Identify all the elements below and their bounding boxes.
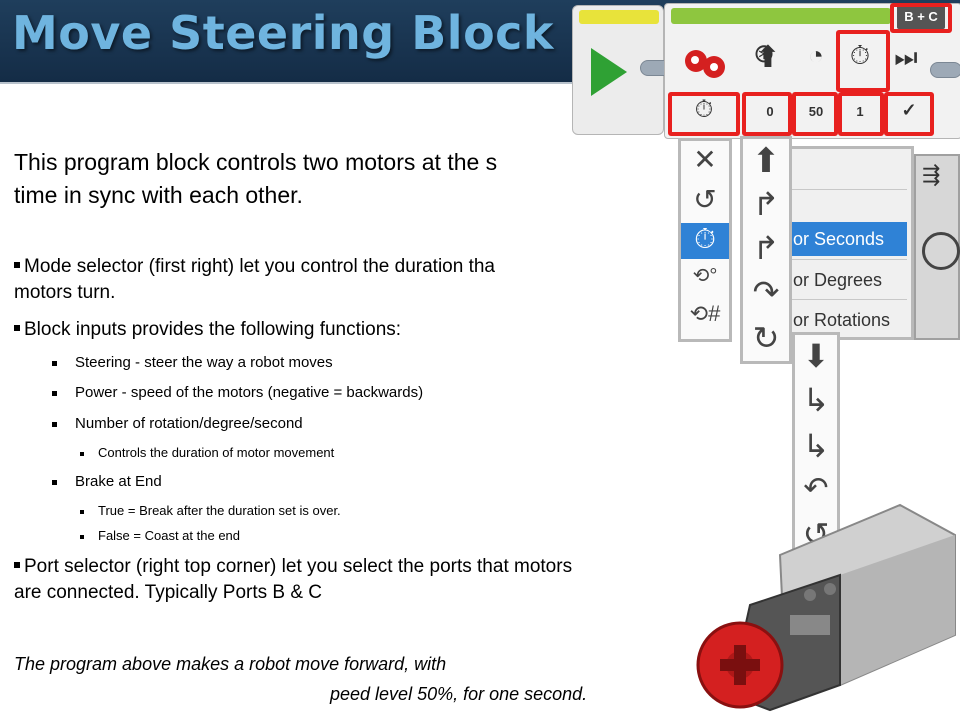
sub-bullet-rotation: Number of rotation/degree/second xyxy=(52,415,303,432)
spin-right-icon[interactable]: ↻ xyxy=(752,320,780,356)
straight-arrow-icon[interactable]: ⬆ xyxy=(751,142,781,180)
dial-icon xyxy=(922,232,960,270)
timer-highlight xyxy=(836,30,890,92)
port-selector[interactable]: B + C xyxy=(897,5,945,29)
sharp-left-icon[interactable]: ↶ xyxy=(803,472,829,505)
degrees-icon[interactable]: ⟲° xyxy=(692,265,718,287)
menu-item-rotations[interactable]: or Rotations xyxy=(793,310,891,330)
intro-line-2: time in sync with each other. xyxy=(14,182,303,208)
mode-timer-icon[interactable]: ⏱ xyxy=(694,96,714,123)
seconds-input[interactable]: 1 xyxy=(856,104,864,119)
power-input[interactable]: 50 xyxy=(808,104,824,119)
slight-right-arrow-icon[interactable]: ↱ xyxy=(752,186,780,222)
bullet-text-cont: are connected. Typically Ports B & C xyxy=(14,582,323,603)
steering-dropdown-lower[interactable]: ⬇ ↳ ↳ ↶ ↺ xyxy=(792,332,840,560)
rotations-icon[interactable]: ⟲# xyxy=(689,301,721,326)
intro-line-1: This program block controls two motors a… xyxy=(14,149,498,175)
bullet-text: Port selector (right top corner) let you… xyxy=(24,556,573,577)
sub-sub-bullet-true: True = Break after the duration set is o… xyxy=(80,503,341,518)
bullet-mode-selector: Mode selector (first right) let you cont… xyxy=(14,254,495,306)
down-arrow-icon[interactable]: ⬇ xyxy=(802,338,830,374)
menu-divider xyxy=(791,299,907,300)
motor-icon xyxy=(685,44,727,84)
arrow-up-icon: ⬆ xyxy=(755,41,781,74)
bullet-port-selector: Port selector (right top corner) let you… xyxy=(14,554,572,606)
port-selector-highlight xyxy=(890,3,952,33)
sub-sub-bullet-duration: Controls the duration of motor movement xyxy=(80,445,334,460)
play-icon[interactable] xyxy=(591,48,627,96)
sub-sub-bullet-false: False = Coast at the end xyxy=(80,528,240,543)
steering-wheel-icon: ⊛ xyxy=(753,38,775,68)
side-panel: ⇶ xyxy=(914,154,960,340)
lego-motor-image xyxy=(696,503,956,712)
title-divider xyxy=(0,82,960,84)
slide-title: Move Steering Block xyxy=(12,6,555,60)
steering-highlight xyxy=(742,92,792,136)
menu-item-blank xyxy=(787,155,911,189)
bullet-text: Mode selector (first right) let you cont… xyxy=(24,256,496,277)
menu-divider xyxy=(791,259,907,260)
right-arrow-icon[interactable]: ↱ xyxy=(752,230,780,266)
bullet-marker xyxy=(14,325,20,332)
move-block-bar xyxy=(671,8,891,24)
bullet-text-cont: motors turn. xyxy=(14,282,116,303)
close-icon[interactable]: ✕ xyxy=(693,144,717,175)
closing-line-2: peed level 50%, for one second. xyxy=(330,684,588,704)
timer-icon[interactable]: ⏱ xyxy=(681,223,729,259)
loop-icon[interactable]: ↺ xyxy=(693,184,717,215)
sub-bullet-steering: Steering - steer the way a robot moves xyxy=(52,354,333,371)
steering-input[interactable]: 0 xyxy=(766,104,774,119)
seconds-highlight xyxy=(838,92,884,136)
timer-icon: ⏱ xyxy=(849,40,871,70)
steering-dropdown[interactable]: ⬆ ↱ ↱ ↷ ↻ xyxy=(740,136,792,364)
bullet-marker xyxy=(14,562,20,569)
start-block-bar xyxy=(579,10,659,24)
sequence-connector-out xyxy=(930,62,960,78)
menu-item-seconds-selected[interactable]: or Seconds xyxy=(787,222,907,256)
brake-input[interactable]: ✓ xyxy=(901,100,917,120)
left-down-icon[interactable]: ↳ xyxy=(802,428,830,464)
speedometer-icon: ◔ xyxy=(808,40,824,70)
bullet-block-inputs: Block inputs provides the following func… xyxy=(14,317,401,343)
sharp-right-arrow-icon[interactable]: ↷ xyxy=(752,274,780,310)
skip-to-end-icon: ⏭ xyxy=(894,42,918,72)
bullet-text: Block inputs provides the following func… xyxy=(24,319,402,340)
move-steering-block[interactable]: B + C xyxy=(664,3,960,139)
bullet-marker xyxy=(14,262,20,269)
mode-dropdown[interactable]: ✕ ↺ ⏱ ⟲° ⟲# xyxy=(678,138,732,342)
brake-highlight xyxy=(884,92,934,136)
power-highlight xyxy=(792,92,838,136)
slight-left-down-icon[interactable]: ↳ xyxy=(802,382,830,418)
double-arrow-icon: ⇶ xyxy=(922,162,941,187)
closing-line-1: The program above makes a robot move for… xyxy=(14,654,447,674)
menu-divider xyxy=(791,189,907,190)
intro-text: This program block controls two motors a… xyxy=(14,146,497,212)
sub-bullet-power: Power - speed of the motors (negative = … xyxy=(52,384,423,401)
menu-item-degrees[interactable]: or Degrees xyxy=(793,270,883,290)
sub-bullet-brake: Brake at End xyxy=(52,473,162,490)
mode-selector-highlight xyxy=(668,92,740,136)
